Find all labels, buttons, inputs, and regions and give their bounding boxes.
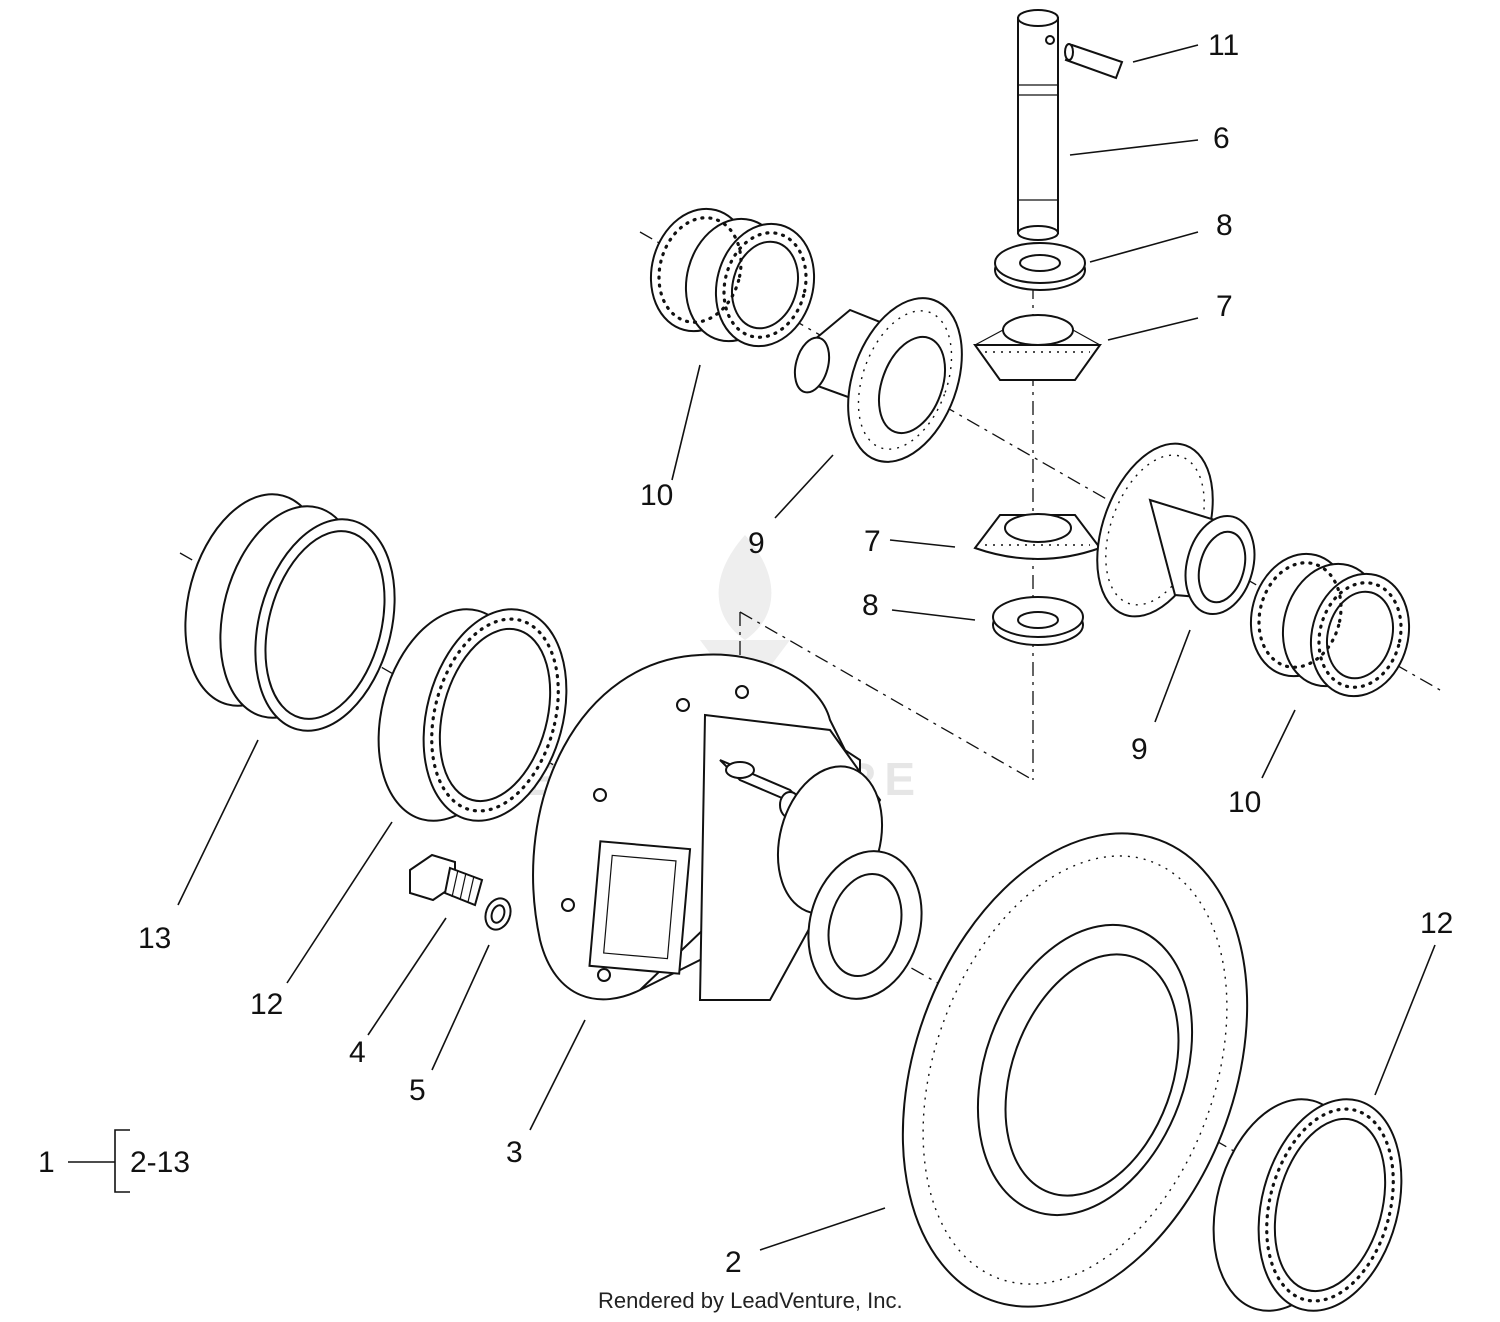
callout-6: 6 xyxy=(1213,122,1230,155)
thrust-washer-upper xyxy=(994,242,1086,291)
spacer-rings xyxy=(184,493,396,732)
clutch-disc-pack-lower xyxy=(1249,552,1411,698)
render-credit: Rendered by LeadVenture, Inc. xyxy=(598,1288,903,1313)
bearing-right xyxy=(1212,1098,1403,1312)
leader-lines xyxy=(177,44,1436,1251)
callout-12-right: 12 xyxy=(1420,907,1453,940)
ring-gear xyxy=(901,832,1249,1308)
roll-pin xyxy=(1064,43,1124,80)
lock-washer xyxy=(484,897,512,931)
side-gear-upper xyxy=(793,297,963,463)
pinion-gear-upper xyxy=(973,314,1102,381)
clutch-disc-pack-upper xyxy=(649,207,816,348)
callout-3: 3 xyxy=(506,1136,523,1169)
callout-11: 11 xyxy=(1208,29,1239,62)
differential-case xyxy=(532,653,923,1001)
cross-shaft xyxy=(1017,9,1059,241)
assembly-key: 1 2-13 xyxy=(38,1129,190,1193)
bolt xyxy=(409,853,484,907)
callout-10-upper: 10 xyxy=(640,479,673,512)
assembly-range: 2-13 xyxy=(130,1146,190,1179)
assembly-number: 1 xyxy=(38,1146,55,1179)
callout-9-lower: 9 xyxy=(1131,733,1148,766)
bearing-left xyxy=(377,608,568,822)
callout-12-left: 12 xyxy=(250,988,283,1021)
callout-13: 13 xyxy=(138,922,171,955)
callout-4: 4 xyxy=(349,1036,366,1069)
callout-8-lower: 8 xyxy=(862,589,879,622)
callout-5: 5 xyxy=(409,1074,426,1107)
callout-8-upper: 8 xyxy=(1216,209,1233,242)
callout-9-upper: 9 xyxy=(748,527,765,560)
callout-7-upper: 7 xyxy=(1216,290,1233,323)
side-gear-lower xyxy=(1096,442,1256,618)
thrust-washer-lower xyxy=(992,596,1084,646)
callouts: 11 6 8 7 10 9 7 8 9 10 13 12 4 5 3 12 2 xyxy=(138,29,1453,1279)
callout-10-lower: 10 xyxy=(1228,786,1261,819)
pinion-gear-lower xyxy=(973,513,1102,560)
callout-2: 2 xyxy=(725,1246,742,1279)
callout-7-lower: 7 xyxy=(864,525,881,558)
